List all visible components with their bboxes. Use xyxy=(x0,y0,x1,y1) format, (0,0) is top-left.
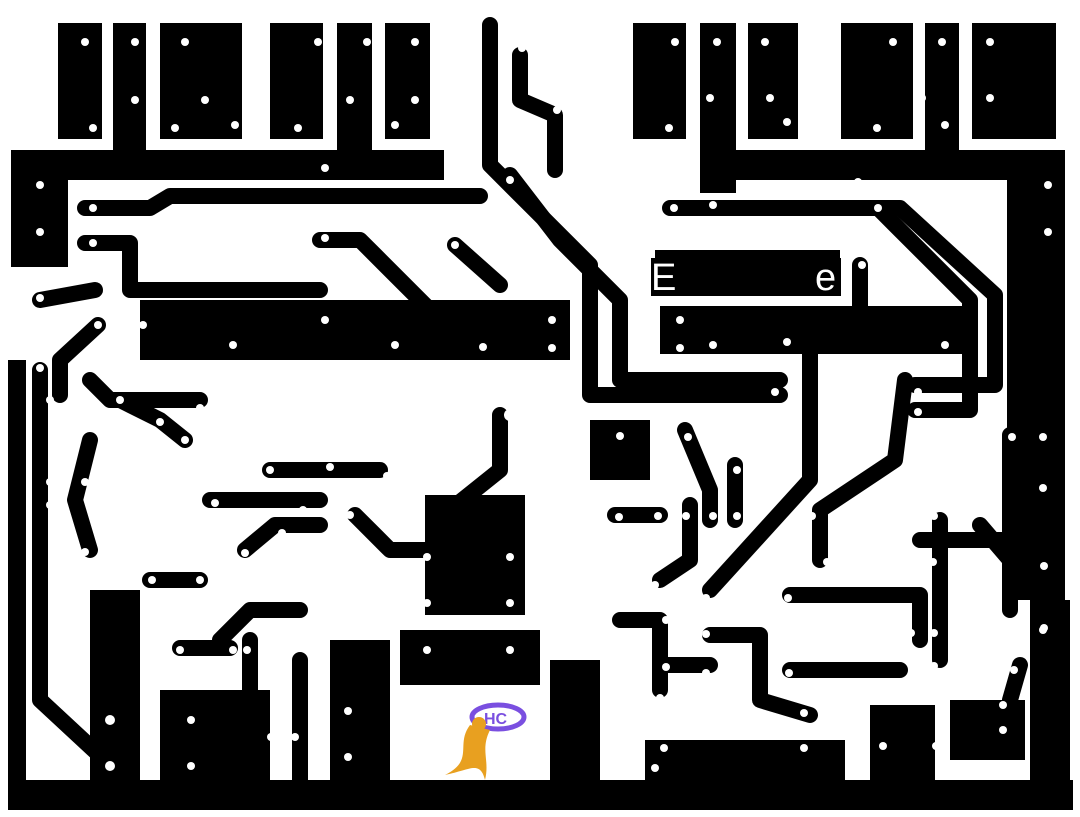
board-label-end: e xyxy=(815,257,836,299)
logo-text: HC xyxy=(484,711,508,728)
hc-logo: HC xyxy=(445,702,527,780)
board-label-start: E xyxy=(651,257,676,299)
drill-holes xyxy=(36,38,1052,772)
